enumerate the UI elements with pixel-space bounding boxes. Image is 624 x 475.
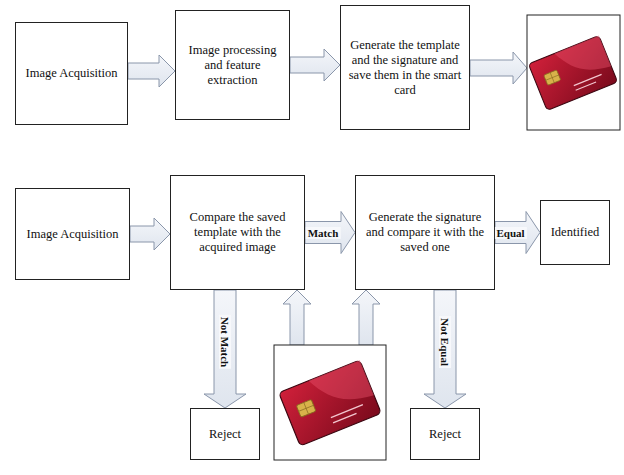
process-box: Reject (410, 408, 480, 460)
box-text: Image Acquisition (26, 66, 118, 81)
process-box: Generate the template and the signature … (340, 5, 470, 130)
edge-label: Not Match (219, 315, 231, 369)
box-text: Identified (551, 225, 600, 240)
process-box: Image Acquisition (15, 188, 130, 280)
edge-label: Match (306, 226, 341, 238)
box-text: Compare the saved template with the acqu… (177, 210, 298, 255)
process-box: Reject (190, 408, 260, 460)
smart-card-image (274, 345, 386, 460)
block-arrow (495, 212, 540, 254)
box-text: Generate the signature and compare it wi… (362, 210, 488, 255)
process-box: Image Acquisition (15, 22, 128, 125)
process-box: Generate the signature and compare it wi… (355, 175, 495, 290)
block-arrow (204, 290, 246, 408)
block-arrow (352, 290, 380, 345)
box-text: Image Acquisition (27, 227, 119, 242)
block-arrow (283, 290, 311, 345)
process-box: Compare the saved template with the acqu… (170, 175, 305, 290)
edge-label: Not Equal (439, 316, 451, 368)
block-arrow (424, 290, 466, 408)
box-text: Generate the template and the signature … (347, 38, 463, 98)
box-text: Reject (429, 427, 461, 442)
edge-label: Equal (494, 226, 526, 238)
process-box: Identified (540, 200, 610, 265)
box-text: Reject (209, 427, 241, 442)
smart-card-image (527, 15, 620, 130)
block-arrow (130, 218, 170, 250)
block-arrow (305, 212, 355, 254)
process-box: Image processing and feature extraction (175, 10, 290, 120)
box-text: Image processing and feature extraction (182, 43, 283, 88)
block-arrow (470, 52, 527, 84)
block-arrow (290, 49, 340, 81)
block-arrow (128, 55, 175, 87)
